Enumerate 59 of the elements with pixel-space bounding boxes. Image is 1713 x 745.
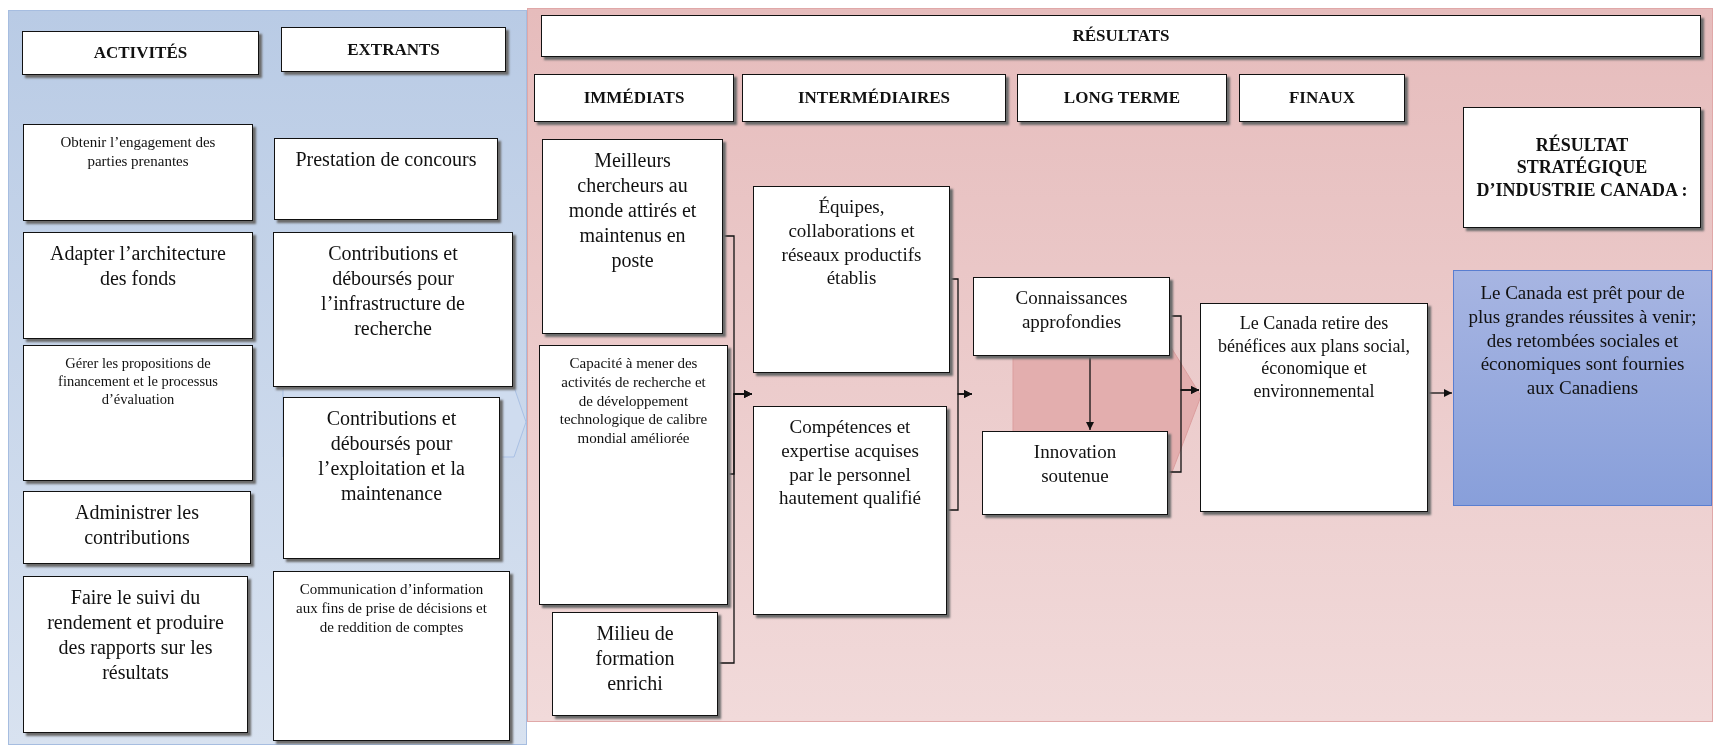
process-box — [274, 138, 498, 220]
process-box — [753, 406, 947, 615]
column-header — [534, 74, 734, 122]
outcome-box — [1453, 270, 1712, 506]
box-text: Contributions et déboursés pour l’infrastructure de recherche — [320, 241, 466, 341]
connector-arrow — [1426, 389, 1453, 397]
box-text: Faire le suivi du rendement et produire des rapports sur les résultats — [46, 585, 225, 685]
box-text: Communication d’information aux fins de prise de décisions et de reddition de comptes — [295, 580, 488, 637]
box-text: Gérer les propositions de financement et le processus d’évaluation — [57, 354, 219, 409]
box-text: LONG TERME — [1063, 87, 1181, 109]
box-text: Capacité à mener des activités de recherche et de développement technologique de calibre mondial améliorée — [558, 354, 709, 448]
process-box — [283, 397, 500, 559]
process-box — [23, 124, 253, 221]
box-text: RÉSULTATS — [1072, 25, 1170, 47]
process-box — [23, 576, 248, 733]
box-text: Administrer les contributions — [74, 500, 200, 550]
box-text: Compétences et expertise acquises par le personnel hautement qualifié — [778, 415, 922, 510]
section-panel — [527, 8, 1713, 722]
connector-arrow — [1086, 354, 1094, 431]
box-text: EXTRANTS — [347, 38, 440, 61]
column-header — [541, 15, 1701, 57]
box-text: ACTIVITÉS — [93, 42, 188, 64]
process-box — [1200, 303, 1428, 512]
box-text: Meilleurs chercheurs au monde attirés et maintenus en poste — [567, 148, 698, 273]
box-text: Équipes, collaborations et réseaux productifs établis — [780, 195, 923, 290]
box-text: Adapter l’architecture des fonds — [49, 241, 227, 291]
process-box — [273, 571, 510, 741]
box-text: INTERMÉDIAIRES — [797, 87, 951, 109]
process-box — [982, 431, 1168, 515]
section-panel — [8, 10, 527, 745]
box-text: Connaissances approfondies — [1014, 286, 1129, 334]
column-header — [1017, 74, 1227, 122]
process-box — [23, 491, 251, 564]
box-text: Prestation de concours — [295, 147, 477, 172]
connector-arrow — [945, 390, 973, 511]
process-box — [552, 612, 718, 716]
box-text: Innovation soutenue — [1032, 440, 1118, 488]
box-text: Contributions et déboursés pour l’exploitation et la maintenance — [317, 406, 466, 506]
column-header — [742, 74, 1006, 122]
process-box — [539, 345, 728, 605]
box-text: Milieu de formation enrichi — [594, 621, 676, 696]
process-box — [973, 277, 1170, 356]
process-box — [23, 232, 253, 339]
process-box — [542, 139, 723, 334]
column-header — [22, 31, 259, 75]
box-text: Le Canada est prêt pour de plus grandes réussites à venir; des retombées sociales et économiques sont fournies aux Canadiens — [1468, 281, 1697, 400]
box-text: RÉSULTAT STRATÉGIQUE D’INDUSTRIE CANADA : — [1475, 133, 1689, 202]
process-box — [23, 345, 253, 481]
column-header — [281, 27, 506, 72]
box-text: FINAUX — [1288, 87, 1356, 109]
process-box — [273, 232, 513, 387]
column-header — [1239, 74, 1405, 122]
box-text: Obtenir l’engagement des parties prenantes — [59, 133, 217, 171]
connector-arrow — [1166, 386, 1200, 473]
box-text: Le Canada retire des bénéfices aux plans social, économique et environnemental — [1217, 312, 1411, 402]
box-text: IMMÉDIATS — [583, 87, 685, 109]
process-box — [753, 186, 950, 373]
connector-arrow — [716, 390, 753, 664]
column-header — [1463, 107, 1701, 228]
